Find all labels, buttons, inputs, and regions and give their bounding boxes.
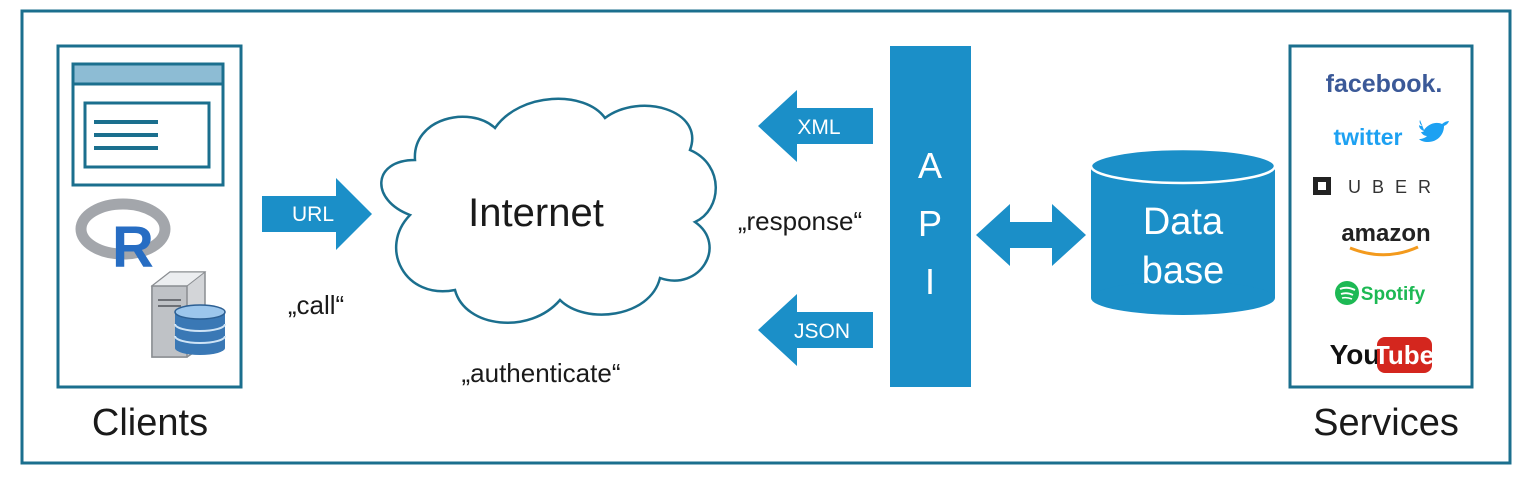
services-caption: Services — [1313, 402, 1459, 444]
cloud-shape — [380, 97, 717, 324]
youtube-tube-badge — [1377, 337, 1432, 373]
clients-panel: R Clients — [56, 44, 243, 444]
r-logo-letter: R — [112, 215, 154, 280]
database-label-line1: Data — [1143, 201, 1224, 243]
call-phrase: „call“ — [288, 290, 344, 320]
spotify-logo: Spotify — [1335, 281, 1426, 305]
database-label-line2: base — [1142, 250, 1224, 292]
uber-logo-text: UBER — [1348, 177, 1442, 197]
youtube-logo-tube: Tube — [1374, 340, 1434, 370]
amazon-logo-text: amazon — [1341, 220, 1430, 247]
response-phrase: „response“ — [738, 206, 862, 236]
clients-caption: Clients — [92, 402, 208, 444]
api-database-double-arrow — [976, 204, 1086, 266]
json-arrow: JSON — [758, 294, 873, 366]
facebook-logo: facebook. — [1326, 70, 1443, 98]
url-arrow: URL — [262, 178, 372, 250]
amazon-smile-icon — [1349, 245, 1419, 257]
database-cylinder: Data base — [1089, 147, 1277, 315]
outer-frame — [20, 9, 1512, 465]
api-letter-i: I — [925, 261, 935, 302]
r-logo-icon: R — [75, 198, 171, 280]
youtube-logo-you: You — [1330, 339, 1381, 370]
server-database-icon — [150, 271, 226, 358]
twitter-logo: twitter — [1334, 120, 1449, 150]
internet-cloud: Internet — [380, 97, 717, 324]
twitter-bird-icon — [1419, 120, 1449, 142]
services-box — [1288, 44, 1474, 389]
youtube-logo: You Tube — [1330, 337, 1434, 373]
spotify-logo-text: Spotify — [1361, 284, 1426, 305]
authenticate-phrase: „authenticate“ — [462, 358, 621, 388]
services-panel: facebook. twitter UBER amazon Spotify Yo… — [1288, 44, 1474, 444]
internet-label: Internet — [468, 191, 604, 235]
api-letter-a: A — [918, 145, 942, 186]
xml-arrow: XML — [758, 90, 873, 162]
twitter-logo-text: twitter — [1334, 124, 1403, 150]
api-letter-p: P — [918, 203, 942, 244]
url-label: URL — [292, 203, 334, 226]
xml-label: XML — [797, 116, 840, 139]
amazon-logo: amazon — [1341, 220, 1431, 257]
json-label: JSON — [794, 320, 850, 343]
uber-logo: UBER — [1313, 177, 1442, 197]
api-bar: A P I — [890, 46, 971, 387]
browser-window-icon — [71, 62, 225, 187]
